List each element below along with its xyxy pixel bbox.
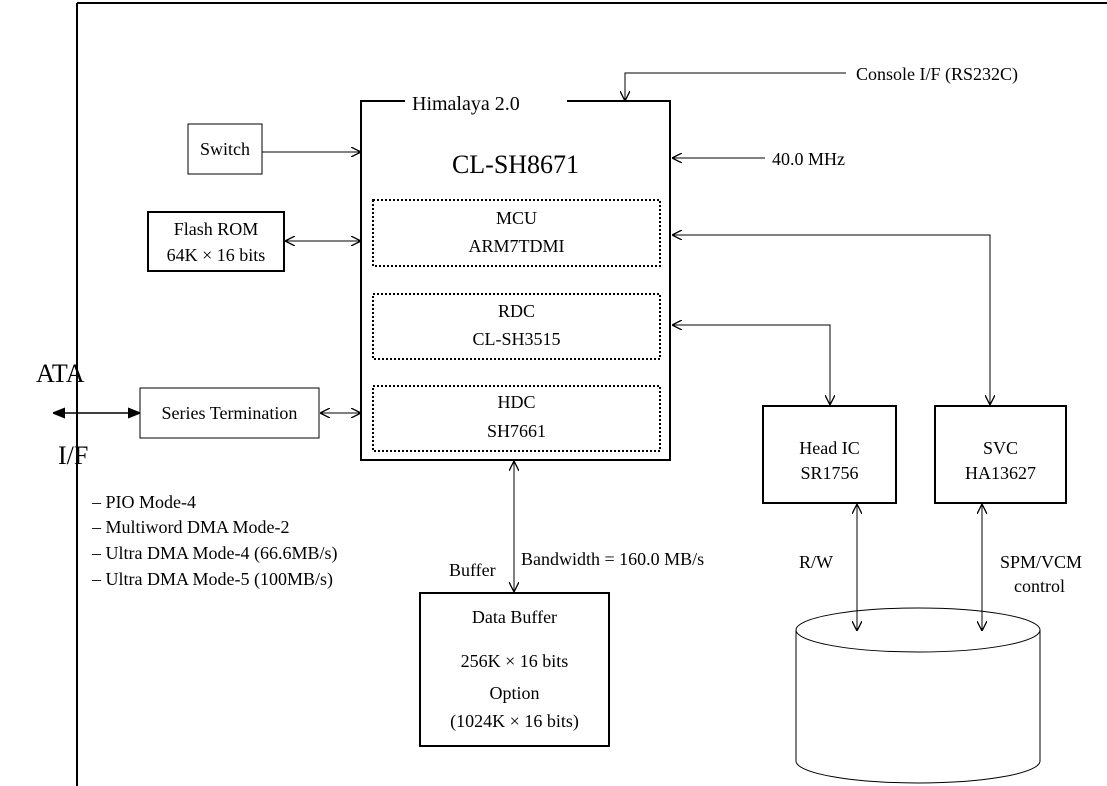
disk-top xyxy=(795,607,1041,653)
data-buffer-option-size: (1024K × 16 bits) xyxy=(450,711,579,731)
series-termination-label: Series Termination xyxy=(161,403,298,423)
spm-control-label: control xyxy=(1014,576,1065,596)
switch-label: Switch xyxy=(199,139,250,159)
ata-if-label: I/F xyxy=(58,441,89,470)
rdc-headic-arrow xyxy=(673,325,830,404)
svc-box xyxy=(934,405,1067,504)
mode-item: – Ultra DMA Mode-4 (66.6MB/s) xyxy=(92,543,338,563)
mode-item: – PIO Mode-4 xyxy=(92,492,196,512)
mode-item: – Ultra DMA Mode-5 (100MB/s) xyxy=(92,569,333,589)
data-buffer-title: Data Buffer xyxy=(471,607,558,627)
disk-body xyxy=(795,630,1041,784)
svc-title: SVC xyxy=(982,438,1018,458)
head-ic-box xyxy=(762,405,897,504)
console-arrow xyxy=(625,72,846,100)
mcu-block xyxy=(372,199,661,267)
chip-name: CL-SH8671 xyxy=(451,150,580,179)
flash-title: Flash ROM xyxy=(173,219,259,239)
spm-label: SPM/VCM xyxy=(1000,552,1083,572)
rdc-part: CL-SH3515 xyxy=(472,329,561,349)
ata-label: ATA xyxy=(36,359,85,388)
hdc-part: SH7661 xyxy=(486,421,546,441)
switch-box xyxy=(187,123,263,175)
clock-label: 40.0 MHz xyxy=(772,149,845,169)
mode-item: – Multiword DMA Mode-2 xyxy=(92,517,290,537)
hdc-title: HDC xyxy=(497,392,536,412)
mcu-part: ARM7TDMI xyxy=(468,236,565,256)
flash-size: 64K × 16 bits xyxy=(166,245,266,265)
data-buffer-box xyxy=(419,592,610,747)
head-ic-part: SR1756 xyxy=(800,463,859,483)
data-buffer-option: Option xyxy=(489,683,540,703)
flash-rom-box xyxy=(147,211,285,272)
head-ic-title: Head IC xyxy=(799,438,860,458)
chip-family-label: Himalaya 2.0 xyxy=(412,93,520,115)
mcu-svc-arrow xyxy=(673,235,990,404)
mcu-title: MCU xyxy=(495,208,537,228)
data-buffer-size: 256K × 16 bits xyxy=(460,651,569,671)
svc-part: HA13627 xyxy=(965,463,1036,483)
buffer-label: Buffer xyxy=(449,560,496,580)
bandwidth-label: Bandwidth = 160.0 MB/s xyxy=(521,549,705,569)
chip-box xyxy=(360,100,671,461)
rdc-title: RDC xyxy=(497,301,535,321)
rw-label: R/W xyxy=(799,552,833,572)
console-label: Console I/F (RS232C) xyxy=(856,64,1019,84)
